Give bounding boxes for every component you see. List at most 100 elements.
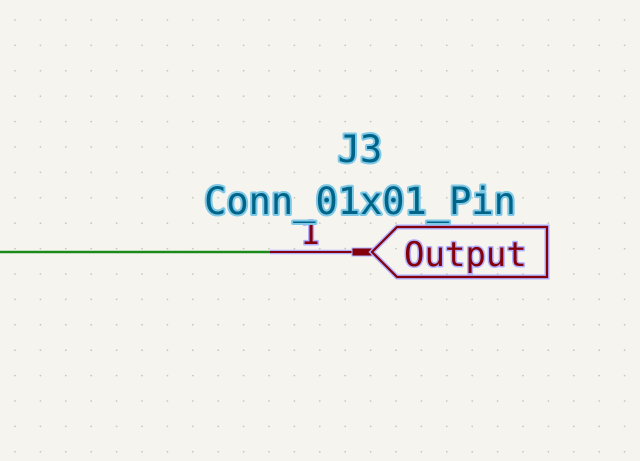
grid-dot (39, 222, 42, 225)
global-label-output[interactable]: Output (368, 224, 550, 280)
grid-dot (293, 273, 296, 275)
grid-dot (471, 349, 474, 352)
grid-dot (471, 298, 474, 301)
grid-dot (598, 146, 601, 148)
grid-dot (64, 95, 67, 98)
grid-dot (217, 247, 220, 250)
grid-dot (141, 196, 143, 199)
grid-dot (14, 374, 16, 377)
grid-dot (318, 400, 321, 402)
grid-dot (496, 95, 499, 98)
grid-dot (369, 450, 372, 453)
grid-dot (293, 450, 296, 453)
grid-dot (268, 19, 270, 21)
grid-dot (496, 196, 499, 199)
grid-dot (471, 95, 474, 98)
grid-dot (420, 171, 423, 174)
grid-dot (395, 374, 397, 377)
grid-dot (90, 19, 93, 21)
grid-dot (369, 69, 372, 72)
value-field[interactable]: Conn_01x01_Pin (202, 178, 518, 226)
grid-dot (445, 400, 448, 402)
grid-dot (166, 146, 169, 148)
grid-dot (293, 374, 296, 377)
grid-dot (496, 349, 499, 352)
grid-dot (217, 44, 220, 47)
grid-dot (572, 69, 575, 72)
grid-dot (572, 247, 575, 250)
grid-dot (217, 400, 220, 402)
grid-dot (471, 196, 474, 199)
grid-dot (496, 171, 499, 174)
grid-dot (90, 171, 93, 174)
grid-dot (522, 349, 524, 352)
grid-dot (547, 44, 550, 47)
grid-dot (64, 374, 67, 377)
grid-dot (318, 95, 321, 98)
grid-dot (471, 425, 474, 428)
grid-dot (344, 298, 347, 301)
grid-dot (598, 298, 601, 301)
grid-dot (471, 323, 474, 326)
grid-dot (344, 349, 347, 352)
grid-dot (242, 69, 245, 72)
reference-designator[interactable]: J3 (336, 126, 385, 173)
grid-dot (572, 19, 575, 21)
grid-dot (293, 44, 296, 47)
grid-dot (115, 44, 118, 47)
grid-dot (141, 374, 143, 377)
grid-dot (39, 450, 42, 453)
grid-dot (344, 450, 347, 453)
grid-dot (344, 146, 347, 148)
grid-dot (623, 196, 626, 199)
grid-dot (166, 44, 169, 47)
grid-dot (395, 349, 397, 352)
grid-dot (191, 69, 194, 72)
grid-dot (572, 298, 575, 301)
grid-dot (471, 450, 474, 453)
grid-dot (268, 374, 270, 377)
grid-dot (623, 19, 626, 21)
grid-dot (191, 171, 194, 174)
grid-dot (598, 450, 601, 453)
grid-dot (191, 120, 194, 123)
grid-dot (14, 298, 16, 301)
grid-dot (598, 222, 601, 225)
grid-dot (242, 19, 245, 21)
grid-dot (39, 425, 42, 428)
grid-dot (268, 273, 270, 275)
grid-dot (522, 171, 524, 174)
grid-dot (268, 120, 270, 123)
grid-dot (242, 298, 245, 301)
grid-dot (572, 44, 575, 47)
grid-dot (217, 171, 220, 174)
grid-dot (623, 323, 626, 326)
grid-dot (90, 323, 93, 326)
grid-dot (191, 196, 194, 199)
grid-dot (90, 374, 93, 377)
grid-dot (471, 222, 474, 225)
grid-dot (293, 19, 296, 21)
grid-dot (318, 349, 321, 352)
grid-dot (64, 19, 67, 21)
grid-dot (496, 120, 499, 123)
grid-dot (496, 19, 499, 21)
grid-dot (217, 298, 220, 301)
grid-dot (420, 69, 423, 72)
grid-dot (268, 69, 270, 72)
grid-dot (39, 95, 42, 98)
grid-dot (623, 247, 626, 250)
grid-dot (471, 374, 474, 377)
grid-dot (166, 120, 169, 123)
grid-dot (598, 69, 601, 72)
connector-pin[interactable] (270, 247, 373, 257)
grid-dot (395, 171, 397, 174)
grid-dot (14, 323, 16, 326)
grid-dot (217, 323, 220, 326)
grid-dot (369, 44, 372, 47)
grid-dot (547, 120, 550, 123)
grid-dot (217, 450, 220, 453)
grid-dot (166, 450, 169, 453)
grid-dot (496, 323, 499, 326)
